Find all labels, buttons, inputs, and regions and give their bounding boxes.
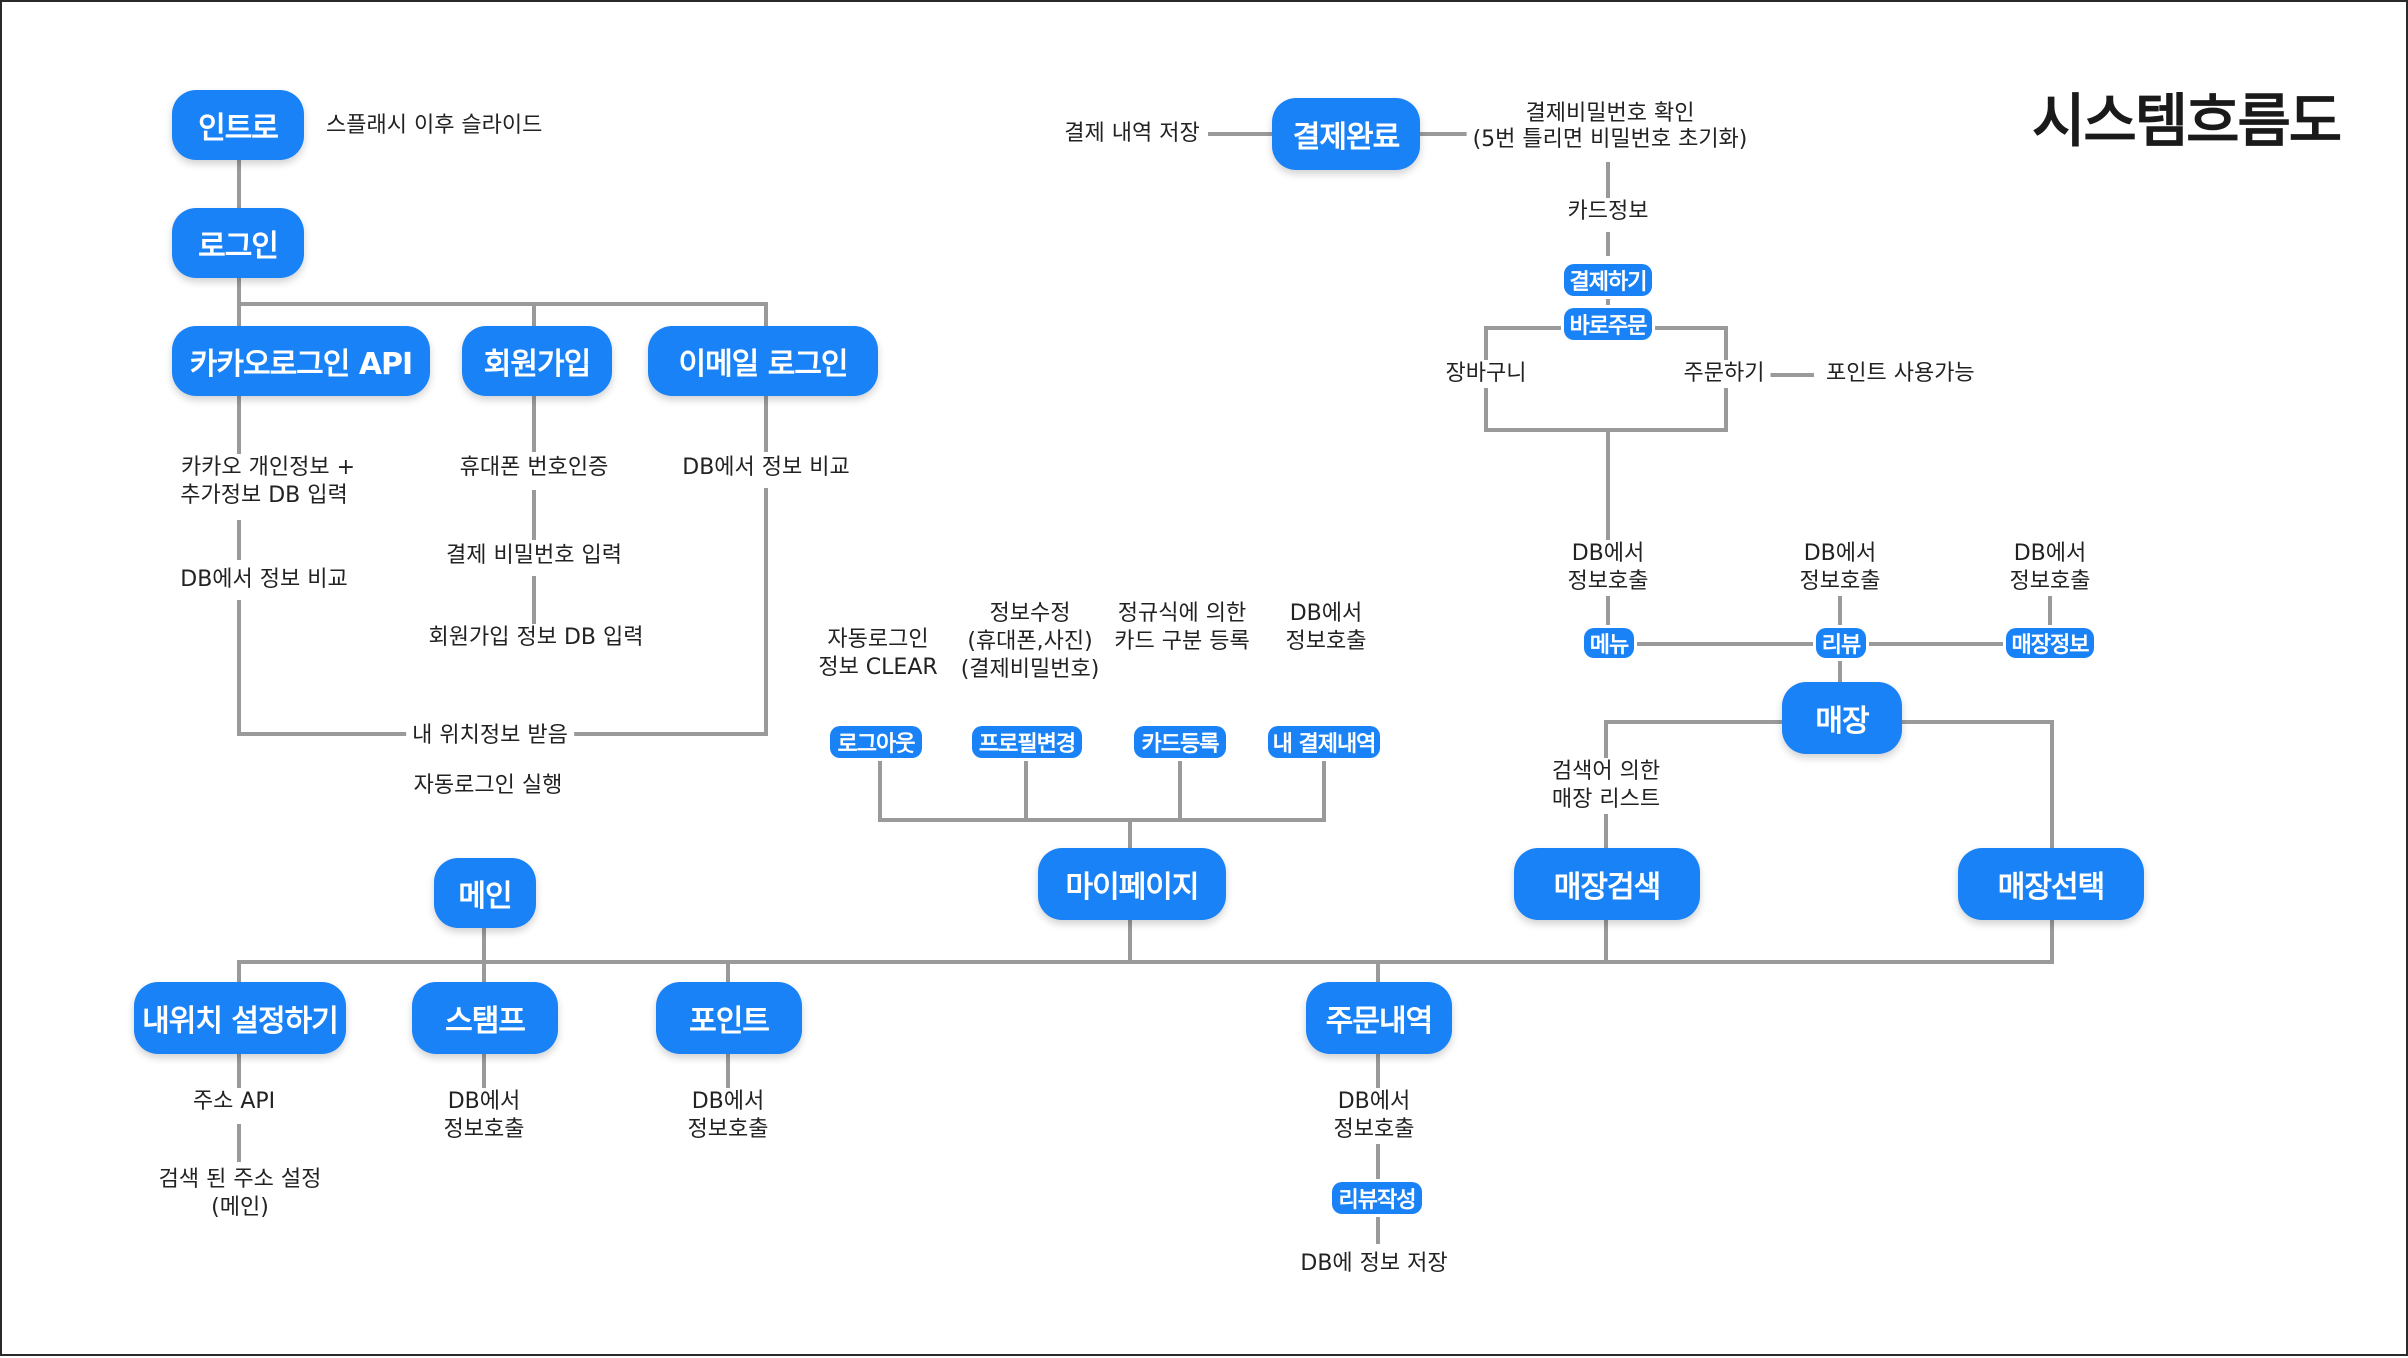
order-history-node[interactable]: 주문내역 (1306, 982, 1452, 1054)
card-register-pill[interactable]: 카드등록 (1134, 726, 1226, 758)
storeinfo-db-line1: DB에서 (2007, 540, 2093, 568)
pay-pw-input: 결제 비밀번호 입력 (440, 542, 628, 570)
point-available: 포인트 사용가능 (1820, 360, 1981, 388)
store-select-node[interactable]: 매장선택 (1958, 848, 2144, 920)
mypage-node[interactable]: 마이페이지 (1038, 848, 1226, 920)
point-db-line2: 정보호출 (681, 1116, 775, 1144)
review-db-line2: 정보호출 (1793, 568, 1887, 596)
receive-location: 내 위치정보 받음 (406, 722, 574, 750)
stamp-db-line2: 정보호출 (437, 1116, 531, 1144)
store-node[interactable]: 매장 (1782, 682, 1902, 754)
regex-card-line2: 카드 구분 등록 (1108, 628, 1256, 656)
line-email-merge (574, 488, 768, 736)
address-set-line1: 검색 된 주소 설정 (152, 1166, 328, 1194)
direct-order-pill[interactable]: 바로주문 (1564, 308, 1652, 340)
mypage-db-line2: 정보호출 (1279, 628, 1373, 656)
phone-verify: 휴대폰 번호인증 (453, 454, 615, 482)
line-select-store (1898, 720, 2054, 850)
my-location-node[interactable]: 내위치 설정하기 (134, 982, 346, 1054)
signup-node[interactable]: 회원가입 (462, 326, 612, 396)
stamp-node[interactable]: 스탬프 (412, 982, 558, 1054)
main-node[interactable]: 메인 (434, 858, 536, 928)
login-node[interactable]: 로그인 (172, 208, 304, 278)
page-title: 시스템흐름도 (2032, 87, 2342, 155)
regex-card-line1: 정규식에 의한 (1111, 600, 1253, 628)
kakao-note-line1: 카카오 개인정보 + (174, 454, 362, 482)
pay-pw-check-line2: (5번 틀리면 비밀번호 초기화) (1466, 126, 1754, 154)
pay-pw-check-line1: 결제비밀번호 확인 (1519, 100, 1701, 128)
menu-db-line1: DB에서 (1565, 540, 1651, 568)
payment-done-node[interactable]: 결제완료 (1272, 98, 1420, 170)
email-db-compare: DB에서 정보 비교 (676, 454, 856, 482)
intro-note: 스플래시 이후 슬라이드 (320, 112, 549, 140)
info-edit-line1: 정보수정 (983, 600, 1077, 628)
order-db-line1: DB에서 (1331, 1088, 1417, 1116)
line-kakao-merge (237, 600, 424, 736)
review-db-line1: DB에서 (1797, 540, 1883, 568)
my-payments-pill[interactable]: 내 결제내역 (1268, 726, 1380, 758)
menu-db-line2: 정보호출 (1561, 568, 1655, 596)
logout-pill[interactable]: 로그아웃 (830, 726, 922, 758)
store-search-node[interactable]: 매장검색 (1514, 848, 1700, 920)
pay-pill[interactable]: 결제하기 (1564, 264, 1652, 296)
menu-pill[interactable]: 메뉴 (1584, 628, 1634, 658)
signup-db: 회원가입 정보 DB 입력 (422, 624, 650, 652)
kakao-login-node[interactable]: 카카오로그인 API (172, 326, 430, 396)
line-login-branches (237, 276, 768, 334)
address-set-line2: (메인) (205, 1194, 275, 1222)
search-list-line1: 검색어 의한 (1545, 758, 1667, 786)
write-review-pill[interactable]: 리뷰작성 (1332, 1182, 1422, 1214)
store-info-pill[interactable]: 매장정보 (2006, 628, 2094, 658)
cart-label: 장바구니 (1439, 360, 1533, 388)
kakao-db-compare: DB에서 정보 비교 (174, 566, 354, 594)
stamp-db-line1: DB에서 (441, 1088, 527, 1116)
point-node[interactable]: 포인트 (656, 982, 802, 1054)
order-db-line2: 정보호출 (1327, 1116, 1421, 1144)
order-label: 주문하기 (1677, 360, 1771, 388)
intro-node[interactable]: 인트로 (172, 90, 304, 160)
search-list-line2: 매장 리스트 (1545, 786, 1667, 814)
line-mypage-logout (878, 730, 1132, 850)
pay-history-save: 결제 내역 저장 (1058, 120, 1206, 148)
card-info: 카드정보 (1561, 198, 1655, 226)
kakao-note-line2: 추가정보 DB 입력 (174, 482, 354, 510)
point-db-line1: DB에서 (685, 1088, 771, 1116)
auto-login-clear-line2: 정보 CLEAR (812, 654, 944, 682)
storeinfo-db-line2: 정보호출 (2003, 568, 2097, 596)
profile-edit-pill[interactable]: 프로필변경 (972, 726, 1082, 758)
info-edit-line3: (결제비밀번호) (954, 656, 1106, 684)
db-save: DB에 정보 저장 (1294, 1250, 1454, 1278)
auto-login: 자동로그인 실행 (407, 772, 569, 800)
auto-login-clear-line1: 자동로그인 (821, 626, 935, 654)
review-pill[interactable]: 리뷰 (1816, 628, 1866, 658)
email-login-node[interactable]: 이메일 로그인 (648, 326, 878, 396)
mypage-db-line1: DB에서 (1283, 600, 1369, 628)
address-api: 주소 API (186, 1088, 282, 1116)
info-edit-line2: (휴대폰,사진) (961, 628, 1099, 656)
